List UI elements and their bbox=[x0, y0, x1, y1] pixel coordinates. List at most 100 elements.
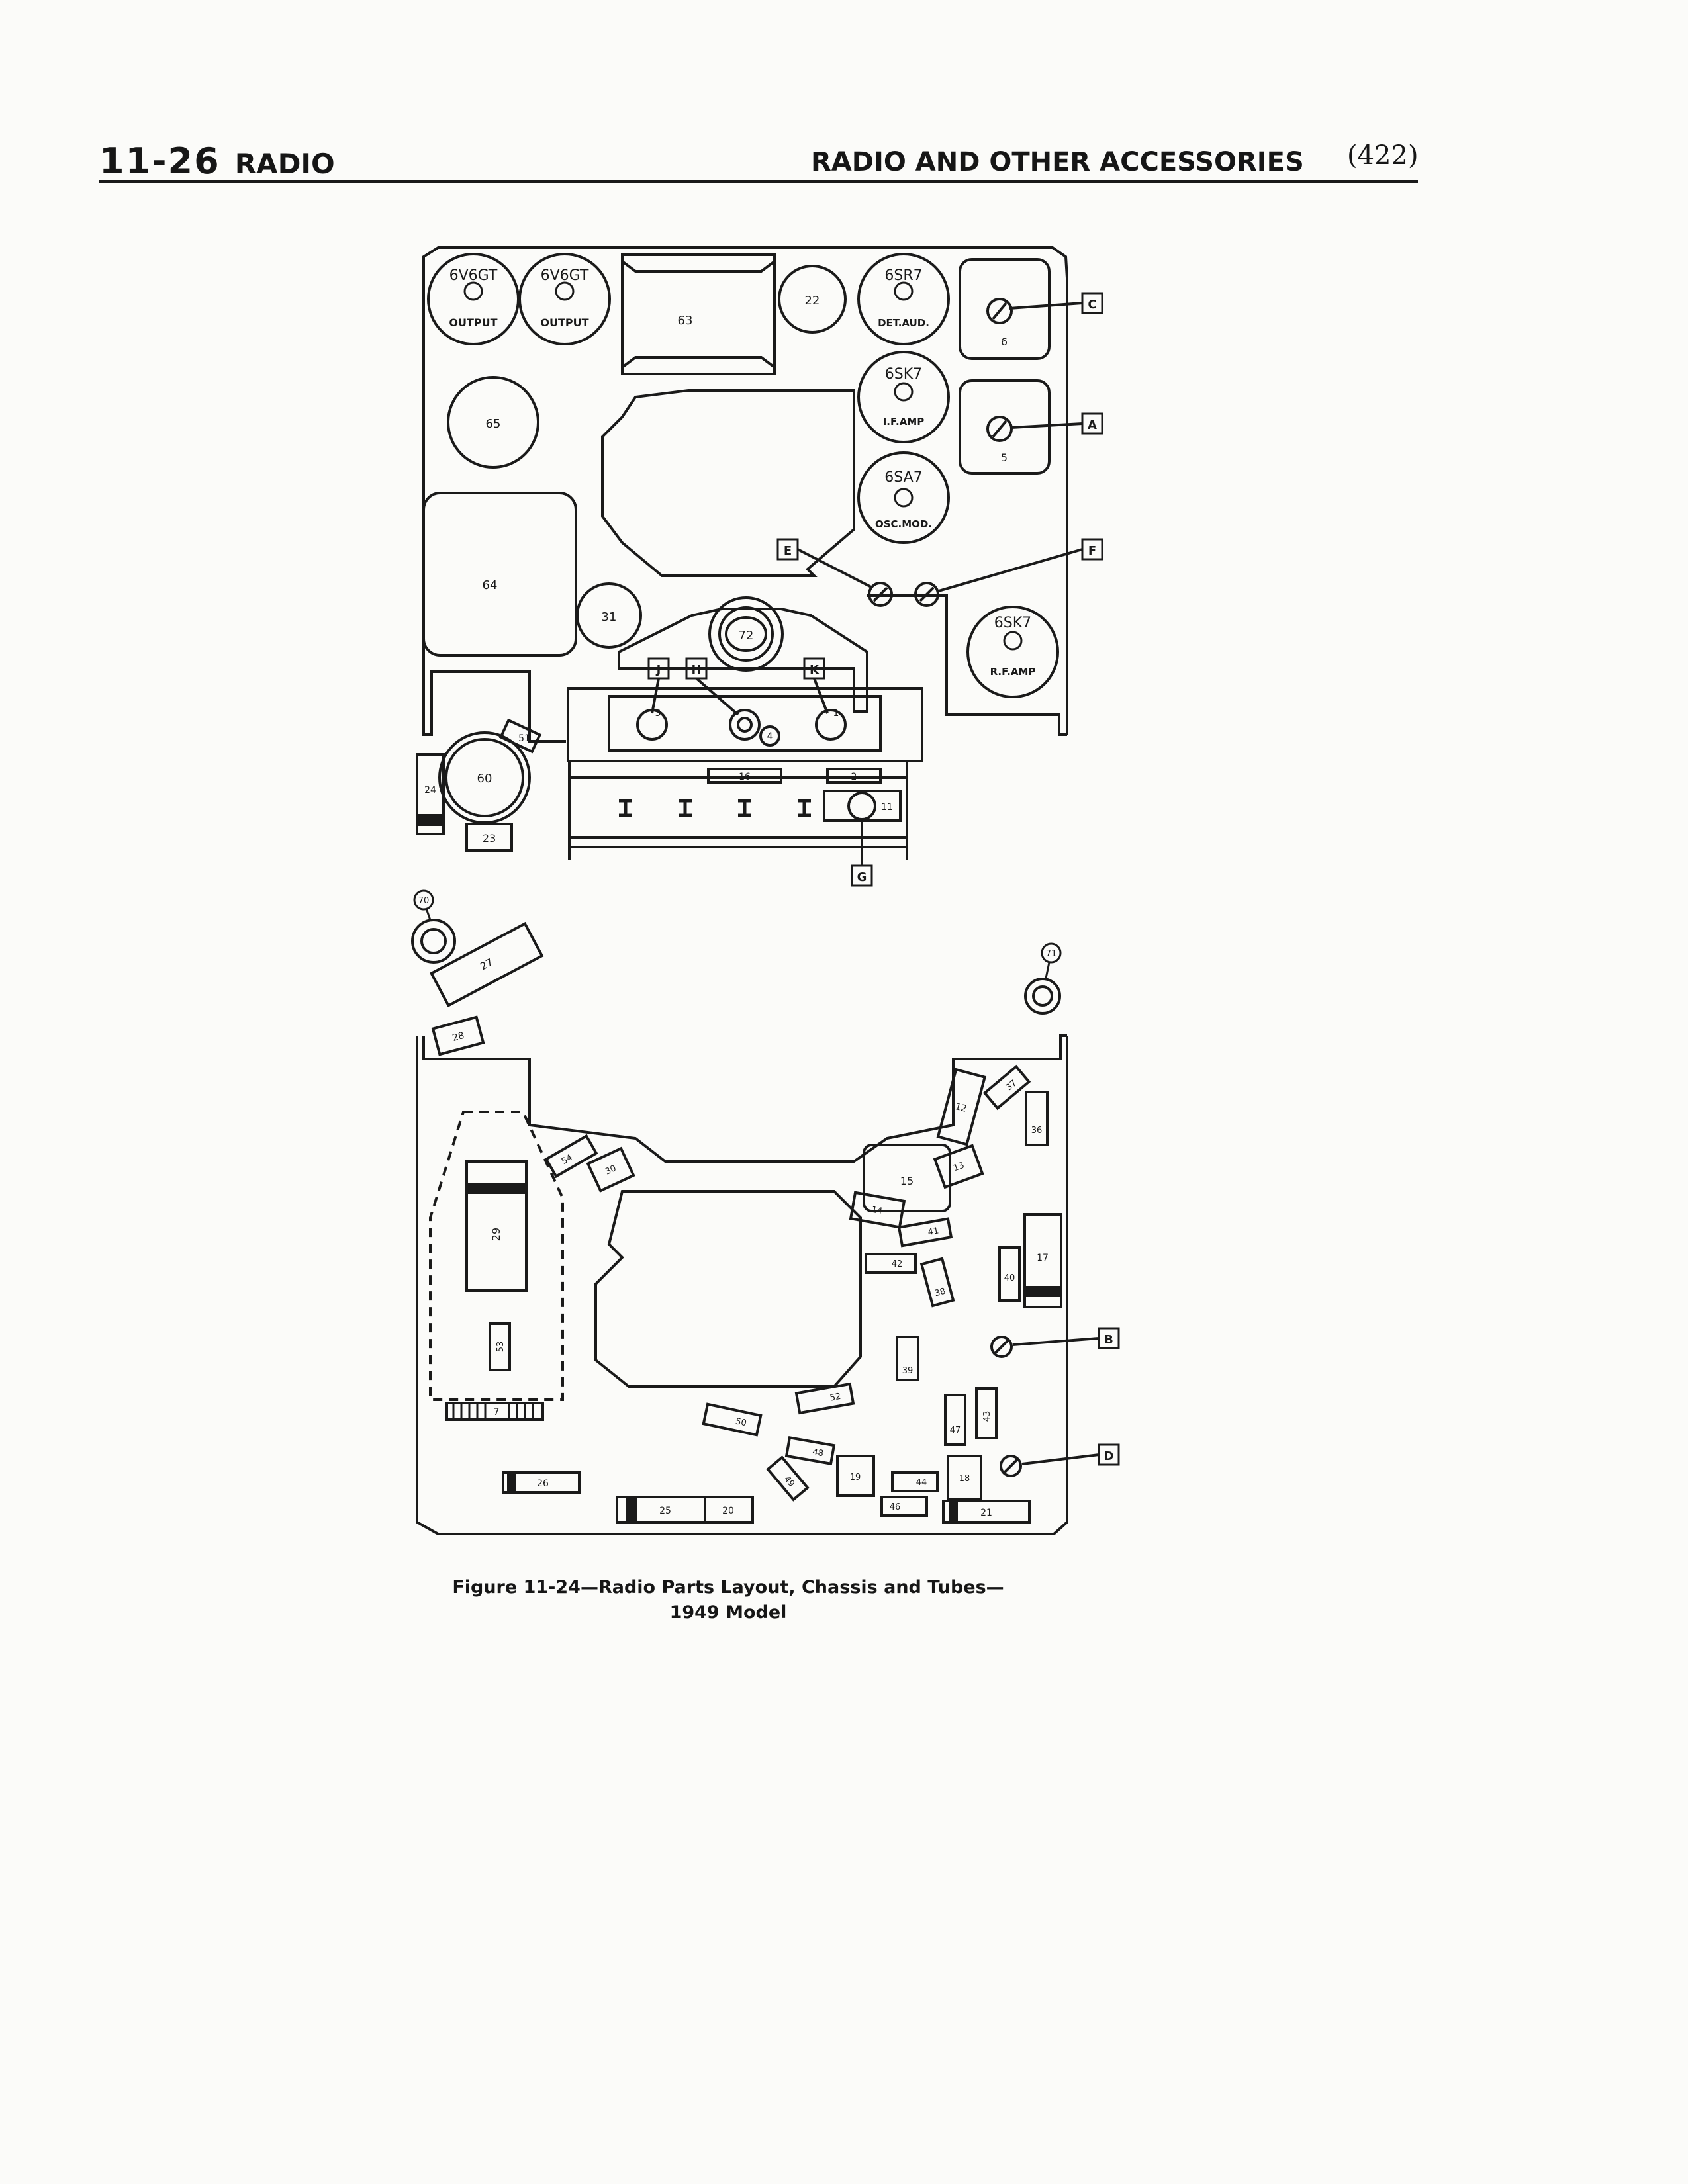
trimmer-a bbox=[986, 416, 1013, 442]
callout-j: J bbox=[655, 663, 661, 677]
part-72 bbox=[708, 596, 784, 672]
label-25: 25 bbox=[659, 1506, 671, 1516]
label-5: 5 bbox=[1001, 451, 1008, 464]
trimmer-e-slot bbox=[872, 586, 888, 602]
label-23: 23 bbox=[483, 832, 496, 844]
callout-g-box bbox=[851, 864, 873, 887]
callout-e-box bbox=[776, 538, 799, 561]
trimmer-e bbox=[868, 582, 893, 607]
label-65: 65 bbox=[486, 417, 501, 431]
part-71-inner bbox=[1032, 985, 1053, 1007]
section-title: RADIO bbox=[234, 148, 335, 180]
tube-6sr7 bbox=[857, 253, 950, 345]
part-70-outer bbox=[411, 919, 456, 964]
lower-chassis-outline bbox=[416, 1034, 1068, 1535]
label-14: 14 bbox=[870, 1205, 883, 1217]
part-71-tag bbox=[1041, 942, 1062, 964]
part-29 bbox=[465, 1160, 528, 1292]
part-43 bbox=[975, 1387, 998, 1439]
tuning-plate bbox=[608, 695, 882, 752]
trimmer-f bbox=[914, 582, 939, 607]
part-7-coil bbox=[452, 1403, 534, 1420]
leader-j bbox=[651, 678, 660, 714]
label-4: 4 bbox=[767, 731, 773, 742]
part-36 bbox=[1025, 1091, 1049, 1146]
label-41: 41 bbox=[927, 1226, 940, 1238]
part-42 bbox=[865, 1253, 917, 1274]
leader-f bbox=[938, 548, 1083, 592]
label-53: 53 bbox=[496, 1342, 506, 1353]
trimmer-h-inner bbox=[737, 717, 753, 733]
callout-g: G bbox=[857, 870, 867, 884]
tube-2-type: 6V6GT bbox=[541, 267, 589, 284]
callout-b-box bbox=[1098, 1327, 1120, 1349]
callout-d: D bbox=[1104, 1449, 1114, 1463]
leader-a bbox=[1011, 422, 1083, 429]
part-21 bbox=[942, 1500, 1031, 1524]
label-43: 43 bbox=[982, 1411, 992, 1422]
callout-h-box bbox=[685, 657, 708, 680]
tube-2-role: OUTPUT bbox=[540, 316, 588, 329]
label-64: 64 bbox=[483, 578, 498, 592]
caption-line-1: Figure 11-24—Radio Parts Layout, Chassis… bbox=[452, 1577, 1004, 1598]
part-15-housing bbox=[863, 1144, 951, 1212]
trimmer-g bbox=[847, 792, 876, 821]
terminals-row bbox=[619, 799, 811, 817]
upper-chassis bbox=[416, 246, 1103, 887]
label-13: 13 bbox=[952, 1161, 966, 1174]
part-12 bbox=[936, 1068, 987, 1146]
part-4 bbox=[759, 725, 780, 747]
label-54: 54 bbox=[560, 1153, 575, 1167]
leader-c bbox=[1009, 302, 1083, 310]
label-40: 40 bbox=[1004, 1273, 1015, 1283]
part-38 bbox=[919, 1257, 955, 1308]
part-16 bbox=[707, 768, 782, 784]
part-24 bbox=[416, 753, 445, 835]
part-70-inner bbox=[420, 928, 447, 954]
part-37 bbox=[982, 1064, 1031, 1111]
tube-6-role: R.F.AMP bbox=[990, 666, 1036, 678]
tube-5-role: OSC.MOD. bbox=[875, 518, 932, 530]
part-72-core bbox=[725, 616, 767, 652]
callout-d-box bbox=[1098, 1443, 1120, 1466]
label-11: 11 bbox=[881, 802, 893, 813]
label-51: 51 bbox=[518, 733, 530, 744]
part-23 bbox=[465, 823, 513, 852]
label-71: 71 bbox=[1046, 949, 1057, 959]
callout-a: A bbox=[1088, 418, 1097, 432]
label-72: 72 bbox=[739, 629, 754, 643]
trimmer-b bbox=[990, 1336, 1013, 1358]
part-40 bbox=[998, 1246, 1021, 1302]
part-24-band bbox=[416, 814, 445, 826]
part-50 bbox=[702, 1402, 763, 1437]
label-24: 24 bbox=[424, 785, 436, 796]
trimmer-d-slot bbox=[1003, 1458, 1019, 1474]
label-60: 60 bbox=[477, 772, 492, 786]
part-29-dashed-outline bbox=[429, 1111, 564, 1401]
caption-line-2: 1949 Model bbox=[669, 1602, 787, 1623]
part-48 bbox=[784, 1435, 836, 1466]
chapter-title: RADIO AND OTHER ACCESSORIES bbox=[811, 147, 1304, 177]
tube-1-type: 6V6GT bbox=[449, 267, 498, 284]
trimmer-c-slot bbox=[992, 302, 1008, 320]
tuning-bracket bbox=[567, 687, 923, 762]
label-15: 15 bbox=[900, 1175, 914, 1187]
label-29: 29 bbox=[490, 1228, 502, 1241]
part-71-outer bbox=[1024, 978, 1061, 1015]
callout-e: E bbox=[784, 544, 792, 558]
lower-center-cutout bbox=[594, 1190, 862, 1388]
part-41 bbox=[897, 1217, 953, 1248]
part-54 bbox=[544, 1134, 598, 1179]
label-70: 70 bbox=[418, 896, 430, 906]
upper-chassis-outline bbox=[422, 246, 1068, 743]
part-46 bbox=[880, 1496, 928, 1517]
label-38: 38 bbox=[933, 1287, 947, 1299]
part-60-ring bbox=[445, 738, 524, 817]
label-52: 52 bbox=[829, 1392, 842, 1404]
part-70-leader bbox=[425, 908, 432, 921]
part-65 bbox=[447, 376, 539, 469]
tube-4-type: 6SK7 bbox=[885, 366, 922, 383]
trimmer-h bbox=[729, 709, 761, 741]
figure-caption: Figure 11-24—Radio Parts Layout, Chassis… bbox=[397, 1575, 1059, 1625]
